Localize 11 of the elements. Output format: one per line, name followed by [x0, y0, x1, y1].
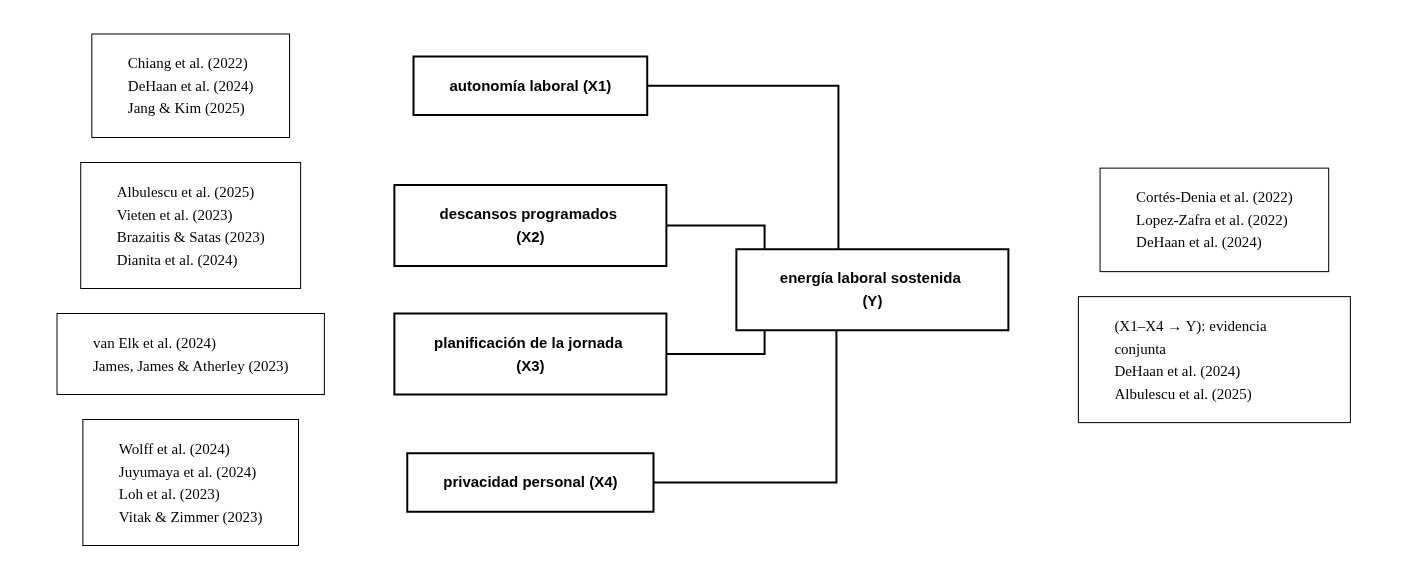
node-box: van Elk et al. (2024) James, James & Atherley (2023) — [56, 312, 326, 395]
node-box: Chiang et al. (2022) DeHaan et al. (2024) Jang & Kim (2025) — [91, 33, 291, 138]
node-box: planificación de la jornada (X3) — [393, 312, 668, 396]
node-box: privacidad personal (X4) — [406, 452, 655, 513]
node-box: Cortés-Denia et al. (2022) Lopez-Zafra et al. (2022) DeHaan et al. (2024) — [1099, 167, 1330, 272]
node-box: energía laboral sostenida (Y) — [735, 248, 1010, 331]
node-box: Albulescu et al. (2025) Vieten et al. (2023) Brazaitis & Satas (2023) Dianita et al. (2024) — [80, 161, 302, 289]
node-box: autonomía laboral (X1) — [412, 55, 649, 116]
node-box: Wolff et al. (2024) Juyumaya et al. (2024) Loh et al. (2023) Vitak & Zimmer (2023) — [82, 418, 300, 546]
node-box: descansos programados (X2) — [393, 183, 668, 267]
node-box: (X1–X4 → Y): evidencia conjunta DeHaan et al. (2024) Albulescu et al. (2025) — [1078, 295, 1352, 423]
